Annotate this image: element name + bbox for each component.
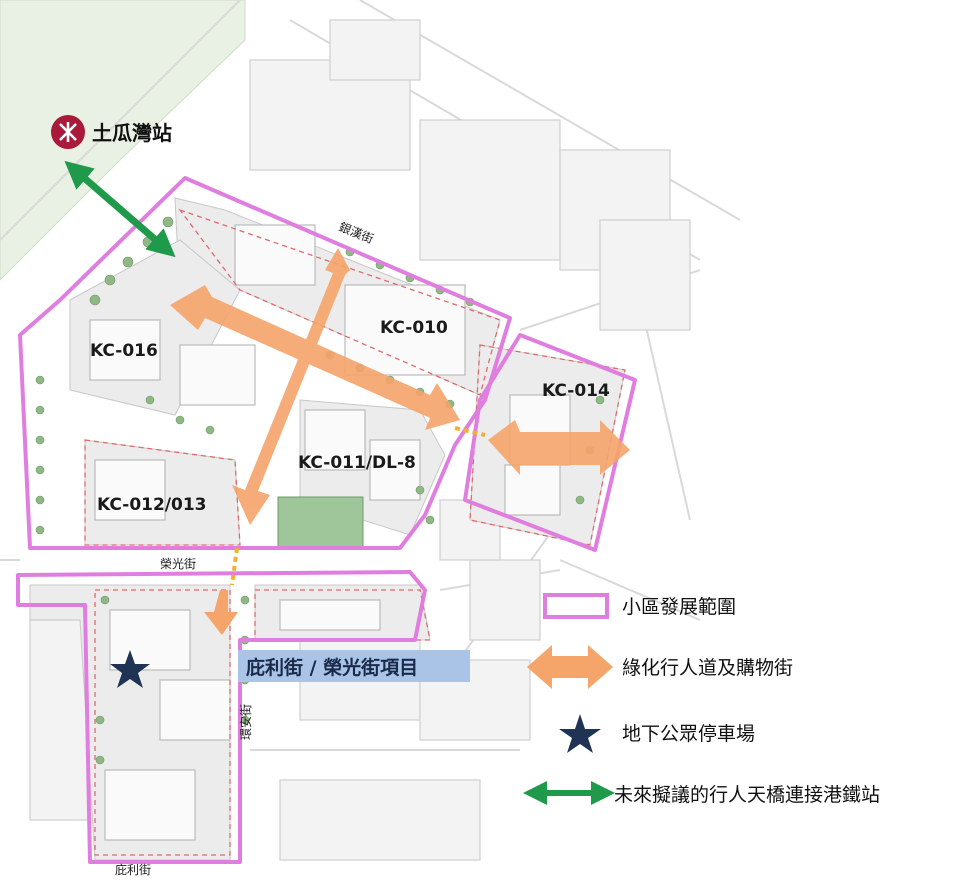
site-label-kc011: KC-011/DL-8 [298, 453, 416, 473]
development-boundary [16, 176, 637, 864]
site-label-kc012: KC-012/013 [97, 495, 207, 515]
legend-boundary-swatch [543, 593, 609, 619]
site-buildings [89, 224, 571, 841]
walkway-arrows [170, 248, 630, 525]
parking-star-icon [110, 650, 150, 688]
site-label-kc016: KC-016 [90, 341, 158, 361]
project-label-bg [238, 650, 470, 682]
legend-footbridge-label: 未來擬議的行人天橋連接港鐵站 [614, 784, 880, 806]
street-label-wing-kwong: 榮光街 [160, 557, 196, 571]
walkway-crossings [230, 426, 486, 586]
mtr-logo-mark [59, 122, 77, 142]
site-dashed-lines [84, 208, 626, 856]
street-label-ngan-hon: 銀漢街 [337, 220, 376, 246]
planted-area [277, 496, 364, 548]
mtr-station: 土瓜灣站 [51, 115, 172, 149]
street-label-bailey: 庇利街 [115, 862, 151, 877]
walkway-arrow-south [204, 590, 238, 635]
green-park-area [0, 0, 246, 281]
legend-boundary-label: 小區發展範圍 [622, 596, 736, 618]
legend-parking-icon [559, 714, 601, 753]
project-label: 庇利街 / 榮光街項目 [246, 656, 418, 679]
legend-walkway-label: 綠化行人道及購物街 [622, 657, 793, 679]
legend-walkway-swatch [527, 645, 613, 689]
site-label-kc014: KC-014 [542, 381, 610, 401]
station-name: 土瓜灣站 [92, 121, 172, 145]
legend-parking-label: 地下公眾停車場 [622, 723, 755, 745]
site-label-kc010: KC-010 [380, 318, 448, 338]
footbridge-arrow [64, 160, 176, 258]
legend: 小區發展範圍 綠化行人道及購物街 地下公眾停車場 未來擬議的行人天橋連接港鐵站 [523, 593, 880, 806]
street-label-wai-on: 環安街 [238, 704, 253, 740]
